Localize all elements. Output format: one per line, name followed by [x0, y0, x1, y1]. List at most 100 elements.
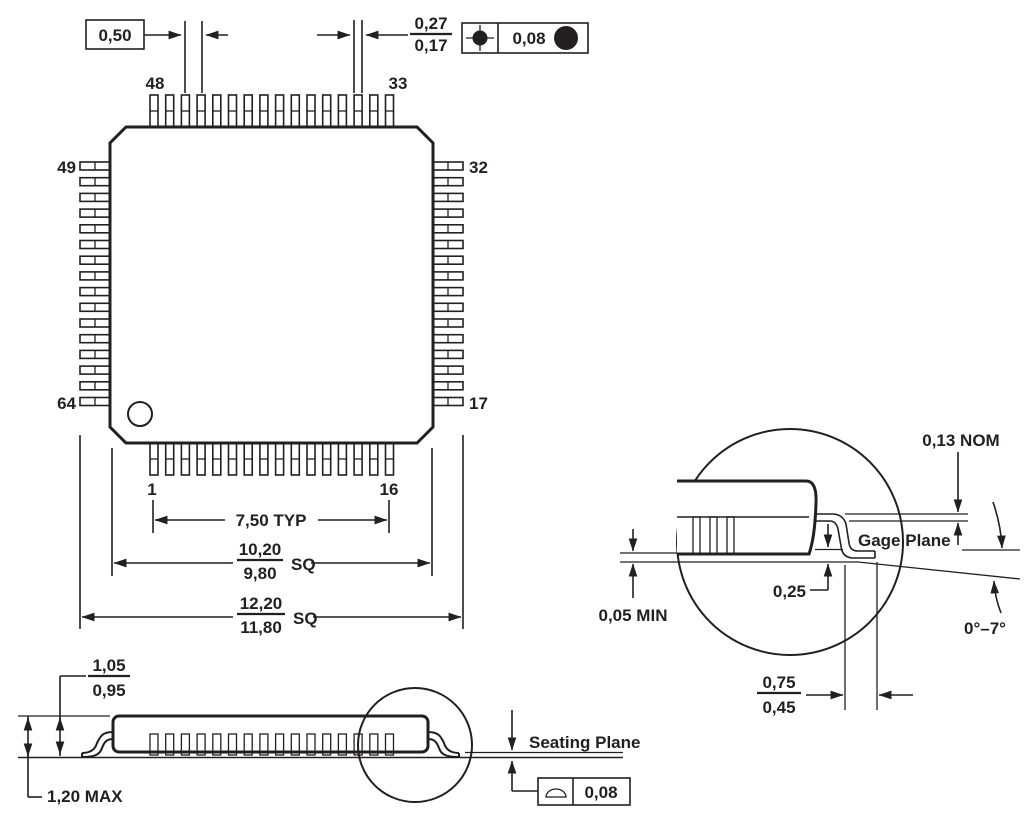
dim-body-thickness: 1,05 0,95 — [55, 656, 130, 756]
lead-angle-line — [857, 561, 1021, 580]
pin — [79, 161, 111, 171]
pin — [259, 94, 269, 128]
pin — [149, 442, 159, 476]
pin-row-right — [432, 161, 464, 407]
package-body — [108, 125, 435, 445]
pin — [79, 271, 111, 281]
pitch-value: 0,50 — [98, 26, 131, 45]
flatness-tolerance-frame: 0,08 — [537, 777, 631, 806]
pin — [432, 333, 464, 344]
pin — [79, 192, 111, 203]
pin — [321, 442, 332, 476]
pin — [212, 94, 222, 128]
pin — [432, 271, 464, 281]
lead-thickness-value: 0,13 NOM — [922, 431, 999, 450]
mmc-modifier-icon — [554, 26, 578, 50]
dim-lead-thickness: 0,13 NOM — [922, 431, 1000, 545]
pin-label-64: 64 — [57, 394, 76, 413]
pin — [432, 396, 464, 407]
pin — [227, 94, 238, 128]
pin — [79, 396, 111, 407]
pin — [432, 318, 464, 328]
seating-plane-label: Seating Plane — [529, 733, 640, 752]
pin — [432, 239, 464, 250]
pin — [337, 442, 348, 476]
detail-callout-circle — [357, 687, 473, 803]
pin — [432, 365, 464, 375]
pin — [432, 286, 464, 297]
pin — [243, 442, 253, 476]
pin-1-indicator — [127, 401, 153, 427]
pin-row-top — [149, 94, 395, 128]
pin — [337, 94, 348, 128]
position-tolerance-frame: 0,08 — [461, 22, 589, 54]
pin-label-17: 17 — [469, 394, 488, 413]
gage-plane-label: Gage Plane — [858, 531, 951, 550]
pin — [384, 442, 395, 476]
dim-pin-pitch: 0,50 — [85, 19, 228, 93]
pin — [432, 192, 464, 203]
thickness-max: 1,05 — [92, 656, 125, 675]
pin — [196, 442, 206, 476]
pin — [290, 442, 301, 476]
pin — [290, 94, 301, 128]
pin-label-48: 48 — [146, 74, 165, 93]
lead-span-value: 7,50 TYP — [236, 511, 307, 530]
true-position-icon — [466, 25, 494, 51]
side-body — [111, 714, 430, 754]
lead-width-min: 0,17 — [414, 36, 447, 55]
pin — [384, 94, 395, 128]
pin — [79, 333, 111, 344]
pin — [243, 94, 253, 128]
overall-size-suffix: SQ — [293, 609, 318, 628]
pin — [432, 302, 464, 313]
side-lead-left — [81, 731, 114, 758]
pin — [353, 442, 363, 476]
side-lead-right — [427, 731, 460, 758]
pin — [164, 94, 175, 128]
pin — [259, 442, 269, 476]
pin — [432, 255, 464, 266]
pin — [432, 349, 464, 360]
pin — [353, 94, 363, 128]
body-size-suffix: SQ — [291, 555, 316, 574]
pin — [321, 94, 332, 128]
top-view: 48 33 49 64 32 17 1 16 0,50 0,27 0,17 — [57, 14, 589, 637]
pin — [79, 380, 111, 391]
position-tolerance-value: 0,08 — [512, 29, 545, 48]
dim-lead-width: 0,27 0,17 — [317, 14, 452, 93]
pin — [432, 208, 464, 218]
gage-offset-value: 0,25 — [773, 582, 806, 601]
pin-label-33: 33 — [389, 74, 408, 93]
pin — [432, 176, 464, 187]
pin-label-16: 16 — [380, 480, 399, 499]
pin — [149, 94, 159, 128]
detail-view: 0,13 NOM Gage Plane 0,25 0,05 MIN 0,75 — [599, 428, 1021, 717]
pin — [79, 239, 111, 250]
seating-plane-flatness-icon — [545, 788, 567, 798]
overall-size-max: 12,20 — [240, 594, 283, 613]
side-view: 1,20 MAX 1,05 0,95 Seating Plane 0,08 — [18, 656, 640, 806]
pin — [79, 255, 111, 266]
standoff-value: 0,05 MIN — [599, 606, 668, 625]
pin — [432, 380, 464, 391]
detail-lead — [816, 513, 876, 559]
dim-body-size: 10,20 9,80 SQ — [111, 448, 433, 583]
dim-gage-offset: 0,25 — [773, 524, 843, 601]
pin — [79, 224, 111, 234]
pin — [79, 302, 111, 313]
pin — [164, 442, 175, 476]
dim-lead-span: 7,50 TYP — [152, 500, 390, 533]
foot-length-max: 0,75 — [762, 673, 795, 692]
pin — [432, 224, 464, 234]
pin — [79, 318, 111, 328]
overall-height-value: 1,20 MAX — [47, 787, 123, 806]
pin — [196, 94, 206, 128]
pin — [274, 442, 285, 476]
pin-row-bottom — [149, 442, 395, 476]
foot-length-min: 0,45 — [762, 698, 795, 717]
lead-width-max: 0,27 — [414, 14, 447, 33]
dim-standoff: 0,05 MIN — [599, 529, 668, 625]
